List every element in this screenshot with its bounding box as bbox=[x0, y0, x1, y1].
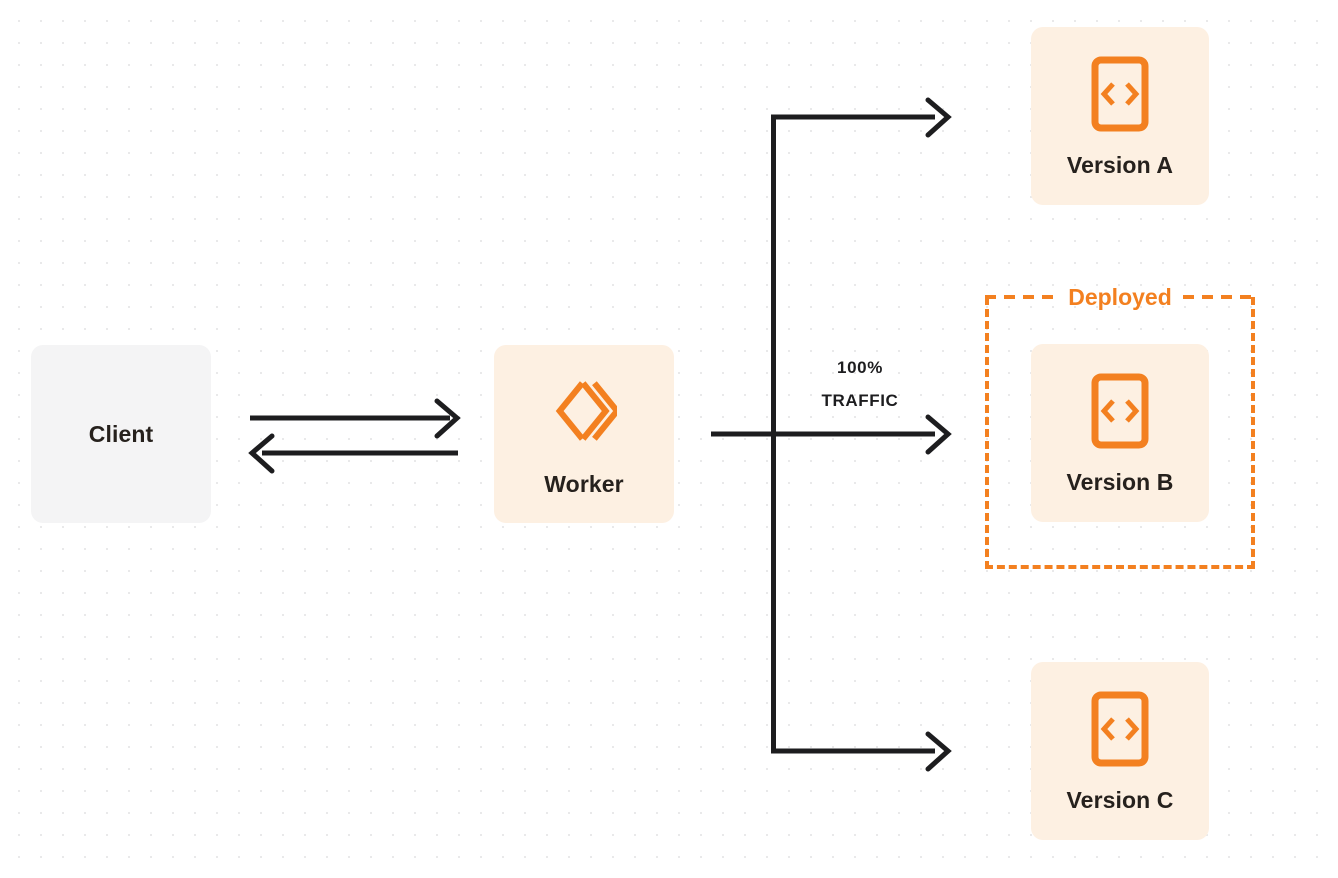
edge-worker-to-version-c bbox=[771, 731, 952, 772]
edge-client-to-worker bbox=[250, 398, 461, 439]
deployed-group-box bbox=[985, 297, 1255, 569]
node-version-c-label: Version C bbox=[1066, 786, 1174, 813]
node-version-c[interactable]: Version C bbox=[1031, 662, 1209, 840]
node-client[interactable]: Client bbox=[31, 345, 211, 523]
traffic-label: 100% TRAFFIC bbox=[790, 351, 930, 417]
node-version-b-label: Version B bbox=[1066, 468, 1174, 495]
cloudflare-workers-logo-icon bbox=[551, 371, 617, 451]
node-worker[interactable]: Worker bbox=[494, 345, 674, 523]
node-client-label: Client bbox=[88, 420, 154, 447]
node-version-b[interactable]: Version B bbox=[1031, 344, 1209, 522]
code-file-icon bbox=[1087, 371, 1153, 451]
code-file-icon bbox=[1087, 689, 1153, 769]
node-version-a[interactable]: Version A bbox=[1031, 27, 1209, 205]
edge-worker-trunk bbox=[711, 117, 935, 751]
edge-worker-to-version-a bbox=[771, 97, 952, 138]
traffic-caption: TRAFFIC bbox=[821, 391, 899, 411]
node-version-a-label: Version A bbox=[1066, 151, 1174, 178]
deployed-rule-left bbox=[985, 295, 1057, 299]
edge-worker-to-client bbox=[248, 433, 458, 474]
deployed-rule-right bbox=[1183, 295, 1255, 299]
code-file-icon bbox=[1087, 54, 1153, 134]
node-worker-label: Worker bbox=[544, 470, 624, 497]
edge-worker-to-version-b bbox=[925, 414, 952, 455]
deployed-group-label: Deployed bbox=[1068, 283, 1172, 310]
deployed-group-top-border: Deployed bbox=[985, 285, 1255, 308]
traffic-percent: 100% bbox=[837, 358, 883, 377]
